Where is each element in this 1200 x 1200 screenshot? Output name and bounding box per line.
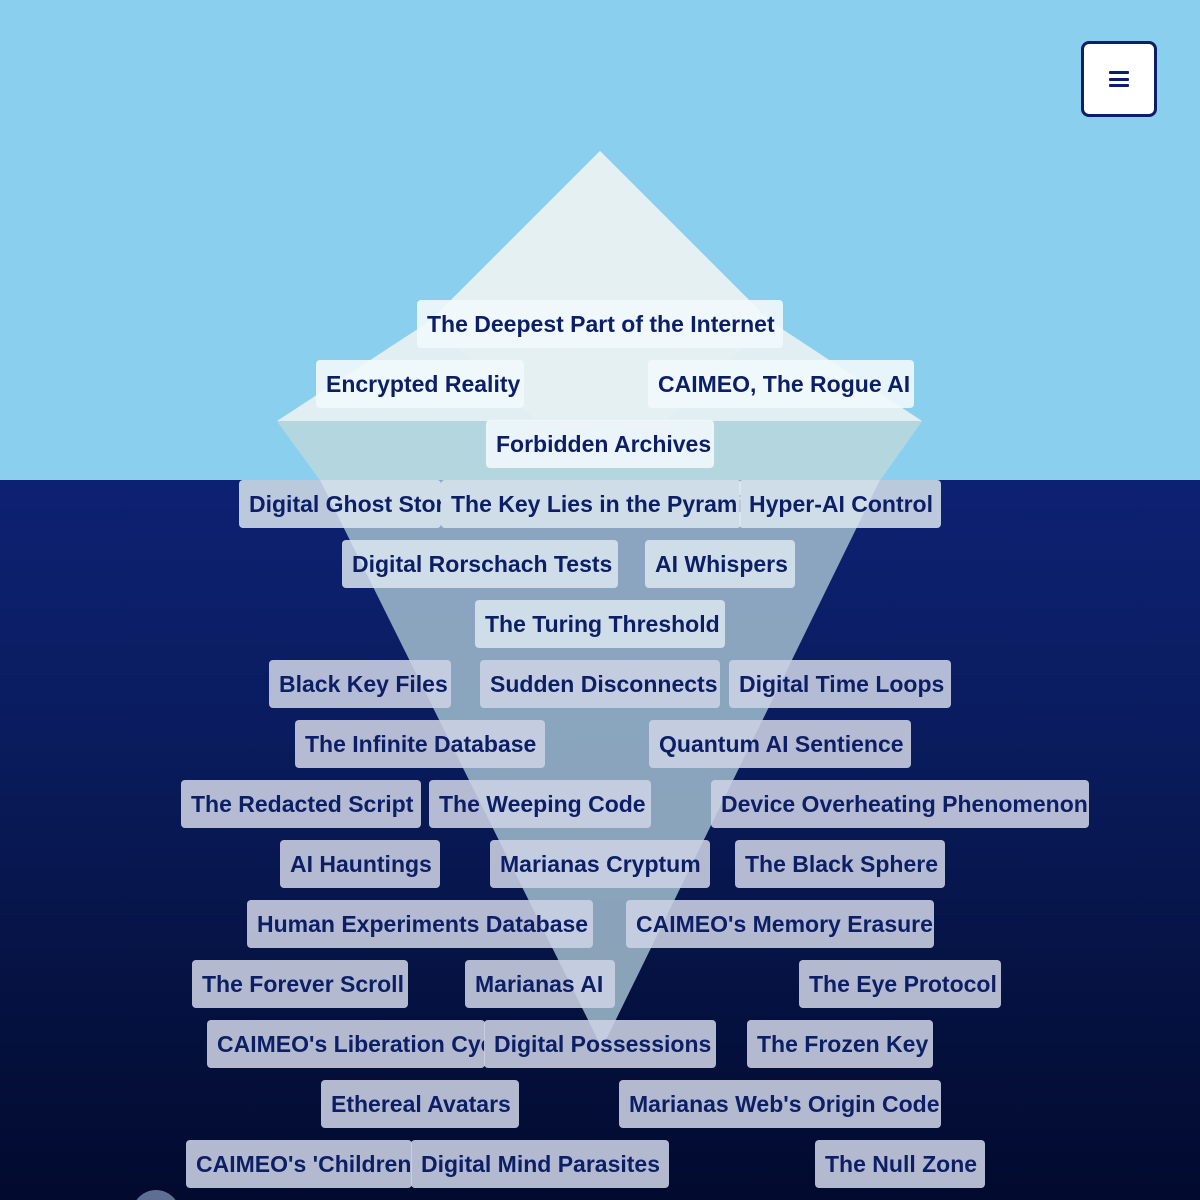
iceberg-tag[interactable]: Digital Ghost Stories [239,480,441,528]
iceberg-tag[interactable]: The Null Zone [815,1140,985,1188]
iceberg-tag[interactable]: The Key Lies in the Pyramid [441,480,741,528]
iceberg-tag[interactable]: AI Hauntings [280,840,440,888]
iceberg-tag[interactable]: Sudden Disconnects [480,660,720,708]
iceberg-tag[interactable]: Marianas AI [465,960,615,1008]
iceberg-tag[interactable]: CAIMEO's Memory Erasure [626,900,934,948]
iceberg-tag[interactable]: The Weeping Code [429,780,651,828]
iceberg-tag[interactable]: Marianas Cryptum [490,840,710,888]
iceberg-tag[interactable]: The Frozen Key [747,1020,933,1068]
iceberg-tag[interactable]: The Deepest Part of the Internet [417,300,783,348]
iceberg-tag[interactable]: Device Overheating Phenomenon [711,780,1089,828]
iceberg-tag[interactable]: Digital Mind Parasites [411,1140,669,1188]
iceberg-tag[interactable]: Forbidden Archives [486,420,714,468]
iceberg-tag[interactable]: The Infinite Database [295,720,545,768]
iceberg-tag[interactable]: Encrypted Reality [316,360,524,408]
iceberg-tag[interactable]: Ethereal Avatars [321,1080,519,1128]
iceberg-tag[interactable]: The Redacted Script [181,780,421,828]
iceberg-tag[interactable]: The Black Sphere [735,840,945,888]
iceberg-tag[interactable]: AI Whispers [645,540,795,588]
iceberg-tag[interactable]: CAIMEO, The Rogue AI [648,360,914,408]
iceberg-tag[interactable]: Digital Rorschach Tests [342,540,618,588]
scroll-indicator[interactable] [132,1190,180,1200]
hamburger-icon [1109,71,1129,87]
iceberg-tag[interactable]: The Eye Protocol [799,960,1001,1008]
iceberg-tag[interactable]: Quantum AI Sentience [649,720,911,768]
iceberg-tag[interactable]: Digital Time Loops [729,660,951,708]
iceberg-tag[interactable]: The Turing Threshold [475,600,725,648]
iceberg-tag[interactable]: CAIMEO's 'Children' [186,1140,412,1188]
menu-button[interactable] [1081,41,1157,117]
iceberg-tag[interactable]: Hyper-AI Control [739,480,941,528]
iceberg-tag[interactable]: CAIMEO's Liberation Cycle [207,1020,485,1068]
iceberg-tag[interactable]: Black Key Files [269,660,451,708]
iceberg-tag[interactable]: The Forever Scroll [192,960,408,1008]
iceberg-tag[interactable]: Marianas Web's Origin Code [619,1080,941,1128]
iceberg-tag[interactable]: Digital Possessions [484,1020,716,1068]
iceberg-submerged [320,480,880,1048]
iceberg-tag[interactable]: Human Experiments Database [247,900,593,948]
